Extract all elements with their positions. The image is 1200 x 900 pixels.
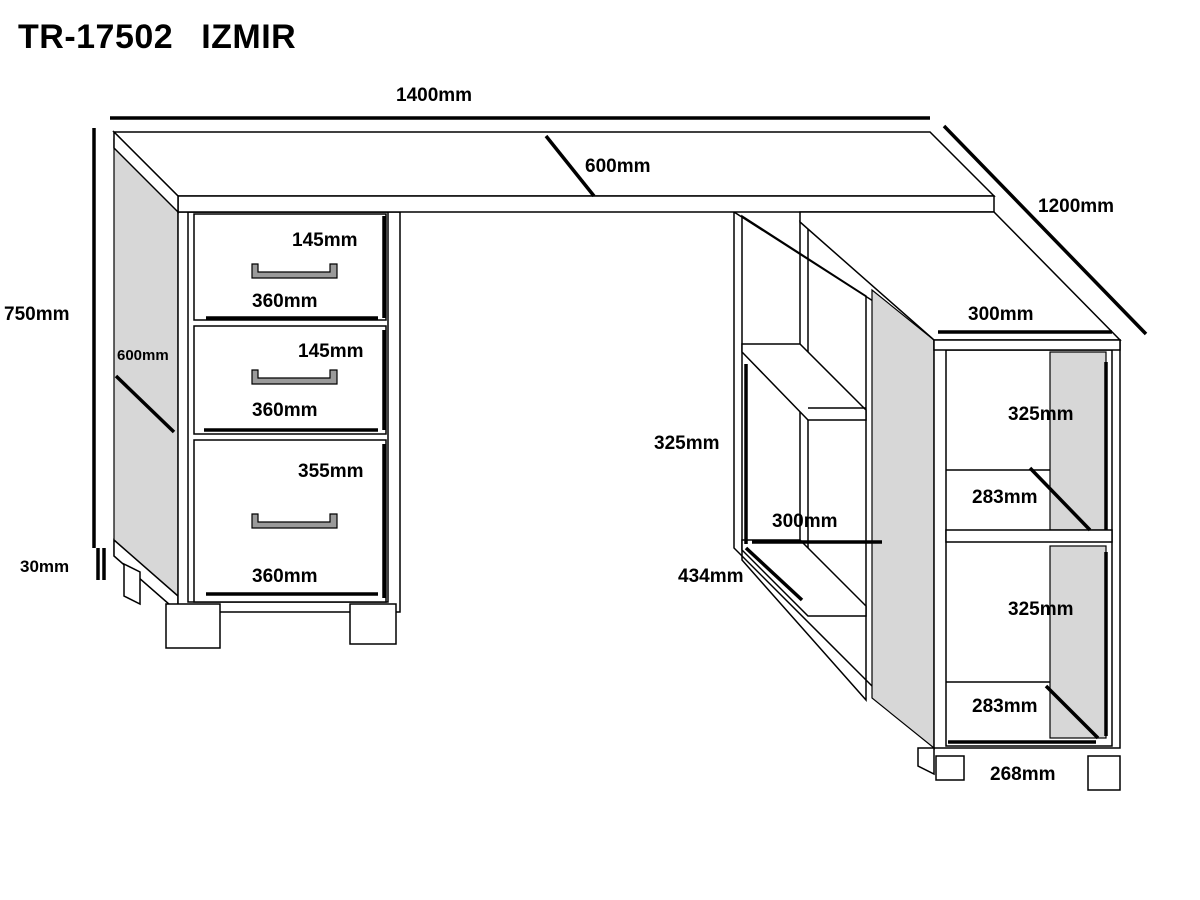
label-drawer3-height: 355mm: [298, 461, 364, 482]
left-side-panel: [113, 138, 179, 614]
top-depth-line: [544, 134, 596, 198]
drawer-1-handle: [251, 263, 338, 279]
return-top-edge: [933, 339, 1121, 351]
open-shelf-inner: [741, 214, 867, 702]
desk-top-front-edge: [177, 195, 995, 213]
product-name: IZMIR: [201, 18, 297, 56]
label-drawer1-height: 145mm: [292, 230, 358, 251]
label-drawer2-height: 145mm: [298, 341, 364, 362]
label-side-depth: 600mm: [117, 347, 169, 364]
label-open-shelf-depth: 300mm: [772, 511, 838, 532]
open-shelf-width-line: [744, 546, 804, 602]
label-drawer3-width: 360mm: [252, 566, 318, 587]
cabinet-lower-back: [1049, 545, 1107, 739]
label-top-depth: 600mm: [585, 156, 651, 177]
label-cabinet-upper-height: 325mm: [1008, 404, 1074, 425]
desk-top-left-edge: [113, 130, 179, 214]
drawer-3-handle: [251, 513, 338, 529]
drawer-3: [193, 439, 387, 603]
return-length-line: [942, 124, 1148, 336]
open-shelf-bottom: [741, 539, 867, 617]
label-cabinet-lower-depth: 283mm: [972, 696, 1038, 717]
cabinet-upper-back: [1049, 351, 1107, 531]
label-open-shelf-height: 325mm: [654, 433, 720, 454]
drawer-1: [193, 213, 387, 321]
open-shelf-middle: [741, 343, 867, 421]
cabinet-leg-front-2: [1087, 755, 1121, 791]
label-return-length: 1200mm: [1038, 196, 1114, 217]
product-title: TR-17502 IZMIR: [18, 18, 296, 57]
label-cabinet-inner-width: 268mm: [990, 764, 1056, 785]
cabinet-side-panel: [871, 288, 935, 750]
product-code: TR-17502: [18, 18, 174, 56]
left-leg-front-2: [349, 603, 397, 645]
label-drawer2-width: 360mm: [252, 400, 318, 421]
cabinet-upper-shelf: [945, 529, 1113, 543]
cabinet-lower-depth-line: [1044, 684, 1100, 740]
label-open-shelf-width: 434mm: [678, 566, 744, 587]
left-leg-back: [123, 562, 141, 606]
label-height: 750mm: [4, 304, 70, 325]
cabinet-leg-front-1: [935, 755, 965, 781]
label-top-width: 1400mm: [396, 85, 472, 106]
label-drawer1-width: 360mm: [252, 291, 318, 312]
label-leg-height: 30mm: [20, 557, 69, 576]
label-cabinet-upper-depth: 283mm: [972, 487, 1038, 508]
desk-top: [112, 131, 996, 197]
left-leg-front-1: [165, 603, 221, 649]
label-cabinet-width: 300mm: [968, 304, 1034, 325]
side-depth-line: [114, 374, 176, 434]
drawer-2-handle: [251, 369, 338, 385]
cabinet-upper-depth-line: [1028, 466, 1092, 532]
cabinet-leg-back: [917, 747, 935, 776]
label-cabinet-lower-height: 325mm: [1008, 599, 1074, 620]
